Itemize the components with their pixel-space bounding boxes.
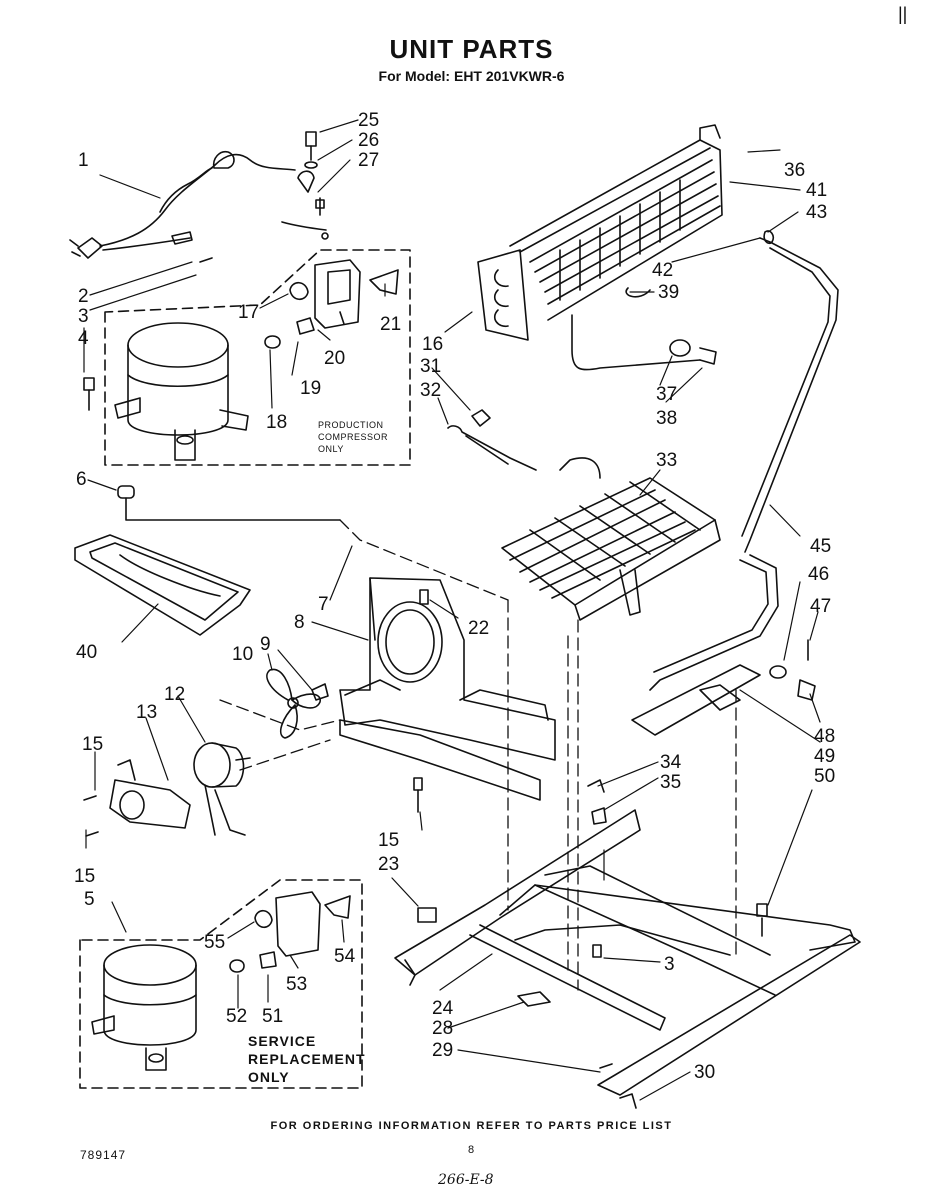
callout-5: 5 bbox=[84, 889, 95, 910]
production-note-line-3: ONLY bbox=[318, 444, 344, 454]
callout-51: 51 bbox=[262, 1006, 283, 1027]
bolt-and-grommet bbox=[83, 377, 341, 521]
production-note-line-2: COMPRESSOR bbox=[318, 432, 388, 442]
screw-and-clip-25-27 bbox=[281, 131, 329, 240]
callout-52: 52 bbox=[226, 1006, 247, 1027]
callout-8: 8 bbox=[294, 612, 305, 633]
callout-46: 46 bbox=[808, 564, 829, 585]
callout-9: 9 bbox=[260, 634, 271, 655]
fan-shroud-assembly bbox=[339, 577, 556, 801]
fan-blade bbox=[266, 668, 329, 739]
handwritten-note: 266-E-8 bbox=[438, 1172, 494, 1188]
callout-30: 30 bbox=[694, 1062, 715, 1083]
relay-cover-assembly bbox=[264, 259, 399, 349]
document-number: 789147 bbox=[80, 1148, 127, 1162]
callout-39: 39 bbox=[658, 282, 679, 303]
drain-tray bbox=[74, 534, 251, 636]
page-title: UNIT PARTS bbox=[389, 34, 554, 64]
production-compressor bbox=[114, 322, 249, 461]
callout-33: 33 bbox=[656, 450, 677, 471]
callout-25: 25 bbox=[358, 110, 379, 131]
callout-21: 21 bbox=[380, 314, 401, 335]
callout-45: 45 bbox=[810, 536, 831, 557]
callout-15b: 15 bbox=[74, 866, 95, 887]
callout-40: 40 bbox=[76, 642, 97, 663]
callout-54: 54 bbox=[334, 946, 356, 967]
evaporator-coil bbox=[501, 457, 721, 621]
callout-36: 36 bbox=[784, 160, 805, 181]
callout-18: 18 bbox=[266, 412, 287, 433]
callout-49: 49 bbox=[814, 746, 835, 767]
callout-15a: 15 bbox=[82, 734, 103, 755]
callout-38: 38 bbox=[656, 408, 677, 429]
callout-41: 41 bbox=[806, 180, 827, 201]
service-replacement-box bbox=[79, 879, 363, 1089]
callout-20: 20 bbox=[324, 348, 345, 369]
callout-16: 16 bbox=[422, 334, 443, 355]
service-note-line-3: ONLY bbox=[248, 1069, 290, 1085]
callout-4: 4 bbox=[78, 328, 89, 349]
callout-29: 29 bbox=[432, 1040, 453, 1061]
callout-35: 35 bbox=[660, 772, 681, 793]
callout-2: 2 bbox=[78, 286, 89, 307]
callout-17: 17 bbox=[238, 302, 259, 323]
mount-clips bbox=[413, 777, 768, 1109]
callout-3: 3 bbox=[78, 306, 89, 327]
callout-19: 19 bbox=[300, 378, 321, 399]
callout-43: 43 bbox=[806, 202, 827, 223]
callout-23: 23 bbox=[378, 854, 399, 875]
callout-labels: 1 2 3 4 5 6 7 8 9 10 12 13 15 15 15 16 1… bbox=[74, 110, 835, 1085]
callout-53: 53 bbox=[286, 974, 307, 995]
callout-7: 7 bbox=[318, 594, 329, 615]
callout-48: 48 bbox=[814, 726, 835, 747]
model-subtitle: For Model: EHT 201VKWR-6 bbox=[378, 68, 565, 84]
callout-6: 6 bbox=[76, 469, 87, 490]
callout-32: 32 bbox=[420, 380, 441, 401]
service-compressor bbox=[91, 891, 351, 1071]
production-note-line-1: PRODUCTION bbox=[318, 420, 384, 430]
power-cord bbox=[69, 150, 296, 263]
corner-mark: || bbox=[898, 4, 908, 24]
ordering-footer: FOR ORDERING INFORMATION REFER TO PARTS … bbox=[270, 1120, 673, 1132]
refrigerant-tubing bbox=[571, 230, 839, 691]
callout-24: 24 bbox=[432, 998, 454, 1019]
production-compressor-box bbox=[104, 249, 411, 466]
base-frame bbox=[394, 809, 861, 1096]
callout-55: 55 bbox=[204, 932, 225, 953]
fan-motor bbox=[193, 742, 251, 836]
callout-13: 13 bbox=[136, 702, 157, 723]
callout-37: 37 bbox=[656, 384, 677, 405]
callout-22: 22 bbox=[468, 618, 489, 639]
callout-1: 1 bbox=[78, 150, 89, 171]
callout-34: 34 bbox=[660, 752, 682, 773]
service-note-line-1: SERVICE bbox=[248, 1033, 316, 1049]
leader-lines bbox=[83, 119, 821, 1101]
callout-28: 28 bbox=[432, 1018, 453, 1039]
callout-42: 42 bbox=[652, 260, 673, 281]
callout-10: 10 bbox=[232, 644, 253, 665]
defrost-heater bbox=[447, 409, 537, 471]
callout-12: 12 bbox=[164, 684, 185, 705]
callout-27: 27 bbox=[358, 150, 379, 171]
callout-31: 31 bbox=[420, 356, 441, 377]
callout-15c: 15 bbox=[378, 830, 399, 851]
assembly-reference-lines bbox=[219, 519, 737, 991]
callout-47: 47 bbox=[810, 596, 831, 617]
condenser-coil bbox=[477, 124, 723, 341]
motor-bracket bbox=[83, 759, 191, 837]
callout-3b: 3 bbox=[664, 954, 675, 975]
service-note-line-2: REPLACEMENT bbox=[248, 1051, 366, 1067]
callout-50: 50 bbox=[814, 766, 835, 787]
callout-26: 26 bbox=[358, 130, 379, 151]
page-number: 8 bbox=[468, 1144, 475, 1156]
